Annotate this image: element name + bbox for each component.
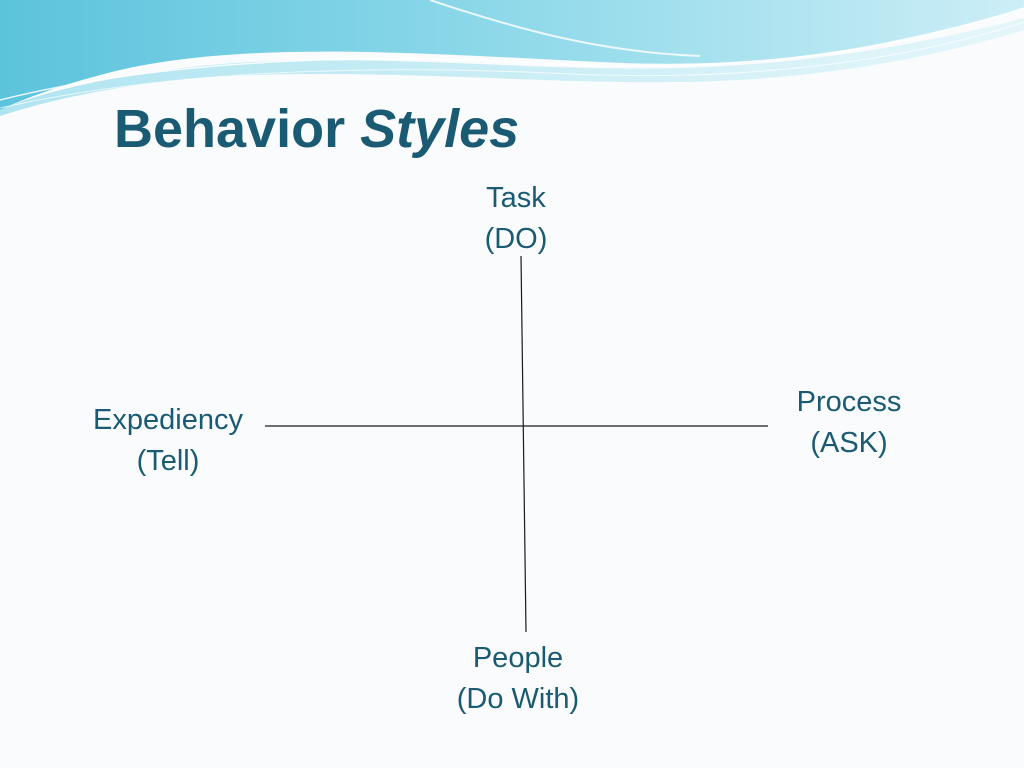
axis-label-task: Task (DO) — [416, 178, 616, 260]
axis-label-people-name: People — [472, 642, 564, 674]
title-plain-text: Behavior — [114, 99, 346, 159]
axis-label-process-code: (ASK) — [810, 427, 888, 459]
axis-label-people: People (Do With) — [418, 638, 618, 720]
wave-band-light — [0, 18, 1024, 116]
wave-line-1 — [0, 7, 1024, 101]
axis-label-expediency-name: Expediency — [93, 404, 243, 436]
wave-band-main — [0, 0, 1024, 110]
slide-title: Behavior Styles — [114, 99, 520, 159]
axis-label-expediency-code: (Tell) — [136, 445, 200, 477]
vertical-axis-line — [520, 255, 527, 633]
title-emphasis-text: Styles — [360, 99, 520, 159]
axis-label-process: Process (ASK) — [749, 382, 949, 464]
axis-label-expediency: Expediency (Tell) — [68, 400, 268, 482]
wave-line-2 — [0, 21, 1024, 109]
axis-label-process-name: Process — [796, 386, 902, 418]
wave-line-3 — [429, 0, 701, 57]
header-wave-decoration — [0, 0, 1024, 116]
axis-label-task-name: Task — [486, 182, 546, 214]
axis-label-people-code: (Do With) — [456, 683, 580, 715]
axis-label-task-code: (DO) — [484, 223, 548, 255]
